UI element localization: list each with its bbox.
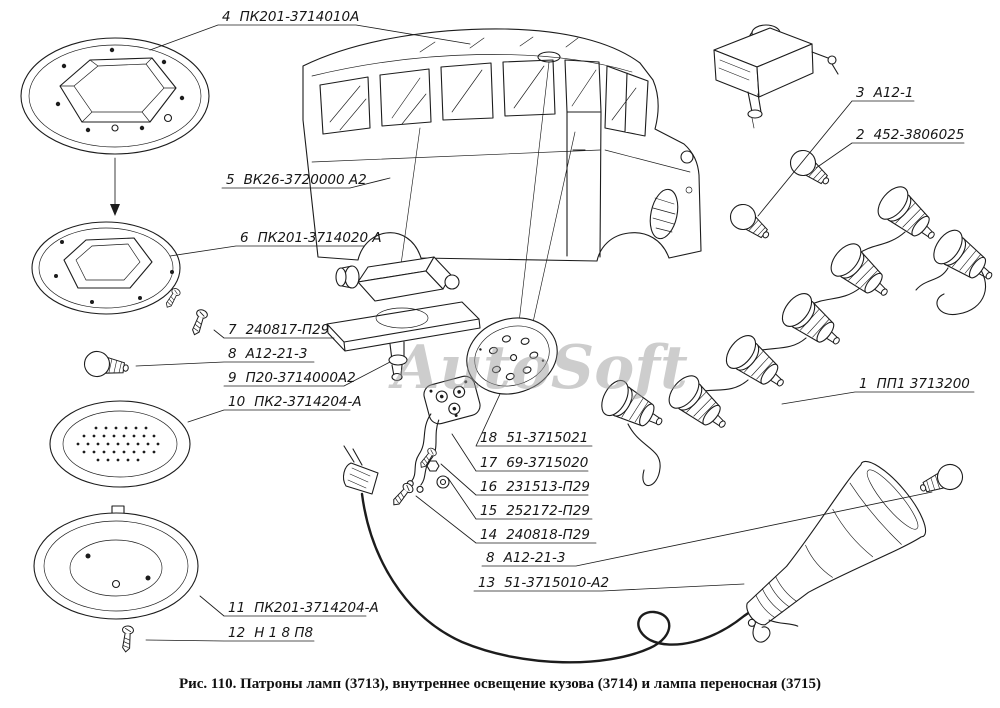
dome-lamp-assembly <box>326 256 481 382</box>
power-plug <box>342 445 379 495</box>
lamp-diffuser <box>49 400 191 488</box>
van-illustration <box>302 28 702 346</box>
portable-lamp <box>746 461 927 643</box>
dome-lamp-cover <box>20 37 210 216</box>
lamp-socket-unit <box>406 375 481 493</box>
headlight <box>680 150 694 164</box>
bulb-8 <box>82 349 131 382</box>
mount-screw-12 <box>119 624 135 653</box>
switch-unit <box>713 24 839 129</box>
leader-lines <box>135 24 975 642</box>
lamp-housing <box>33 505 199 620</box>
bulb-2 <box>784 144 837 193</box>
power-cord <box>360 492 759 664</box>
nut-15 <box>426 460 450 489</box>
watermark: AutoSoft <box>388 333 688 403</box>
figure-caption: Рис. 110. Патроны ламп (3713), внутренне… <box>179 676 821 692</box>
screw-14 <box>389 480 416 509</box>
lamp-base <box>31 221 182 315</box>
arrow-down-icon <box>110 204 120 216</box>
portable-lamp-bulb <box>915 460 967 501</box>
mount-screw-7 <box>188 307 210 338</box>
bulb-3 <box>724 198 777 247</box>
socket-chain <box>595 180 1000 487</box>
side-grille <box>649 188 679 240</box>
plafond-lens <box>466 317 558 395</box>
